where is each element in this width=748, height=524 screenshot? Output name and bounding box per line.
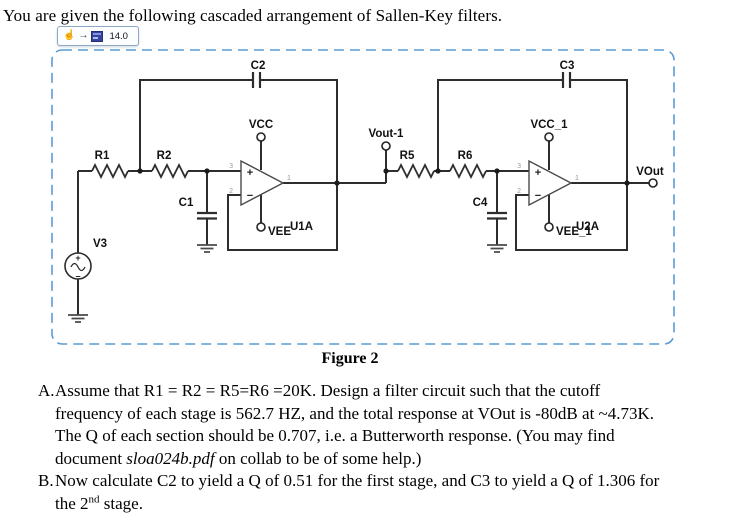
terminal-vout-1 — [381, 141, 391, 151]
question-a-text: frequency of each stage is 562.7 HZ, and… — [55, 403, 655, 423]
label-r2: R2 — [157, 150, 172, 162]
question-b-label: B. — [38, 471, 54, 490]
questions-section: A.Assume that R1 = R2 = R5=R6 =20K. Desi… — [38, 380, 738, 515]
arrow-icon: → — [78, 30, 89, 41]
pin-number-2: 2 — [517, 188, 521, 195]
ground-icon — [68, 314, 88, 323]
question-b-line: the 2nd stage. — [38, 493, 738, 516]
terminals — [256, 132, 658, 232]
figure-caption: Figure 2 — [321, 350, 379, 367]
question-a-label: A. — [38, 381, 55, 400]
question-a-text: on collab to be of some help.) — [214, 448, 422, 468]
source-minus-sign: − — [75, 272, 80, 282]
opamp-plus-input: + — [247, 167, 253, 179]
wire-unity-feedback2 — [515, 183, 628, 251]
terminal-vcc-1 — [544, 132, 554, 142]
hand-tool-icon: ☝ — [63, 30, 76, 41]
label-vee: VEE — [268, 226, 291, 238]
label-r1: R1 — [95, 150, 110, 162]
ground-icon — [487, 244, 507, 253]
capacitors — [197, 72, 572, 220]
question-a-line: The Q of each section should be 0.707, i… — [38, 425, 738, 448]
ground-icon — [197, 244, 217, 253]
capacitor-c4 — [487, 211, 507, 220]
label-c1: C1 — [179, 197, 194, 209]
label-v3: V3 — [93, 238, 107, 250]
wire-c3-feedback — [437, 79, 628, 183]
pin-number-2: 2 — [229, 188, 233, 195]
grounds — [68, 244, 507, 323]
pin-number-1: 1 — [575, 175, 579, 182]
question-b-text: stage. — [99, 493, 143, 513]
simulate-icon — [91, 30, 104, 42]
question-a-text: Assume that R1 = R2 = R5=R6 =20K. Design… — [55, 381, 601, 400]
resistor-r5 — [397, 162, 435, 180]
label-r6: R6 — [458, 150, 473, 162]
annotation-toolbar[interactable]: ☝ → 14.0 — [57, 26, 139, 46]
opamp-minus-input: − — [247, 190, 253, 202]
label-vcc: VCC — [249, 119, 273, 131]
label-u2a: U2A — [576, 221, 599, 233]
document-filename: sloa024b.pdf — [126, 448, 215, 468]
opamp-minus-input: − — [535, 190, 541, 202]
label-c3: C3 — [560, 60, 575, 72]
resistor-r2 — [151, 162, 189, 180]
opamp-plus-input: + — [535, 167, 541, 179]
schematic-figure: + − + − 3 2 1 + − 3 2 1 C2 C3 — [51, 49, 675, 345]
question-a-line: document sloa024b.pdf on collab to be of… — [38, 448, 738, 471]
label-vee-1: VEE_1 — [556, 226, 592, 238]
resistor-r1 — [91, 162, 129, 180]
capacitor-c3 — [561, 72, 572, 88]
label-vout: VOut — [636, 166, 664, 178]
question-a-line: frequency of each stage is 562.7 HZ, and… — [38, 403, 738, 426]
question-a-line: A.Assume that R1 = R2 = R5=R6 =20K. Desi… — [38, 380, 738, 403]
opamp-u2a: + − 3 2 1 — [517, 159, 579, 207]
question-a-text: The Q of each section should be 0.707, i… — [55, 426, 615, 445]
terminal-vout — [648, 178, 658, 188]
resistors — [91, 162, 487, 180]
label-vout-1: Vout-1 — [369, 128, 405, 140]
sine-icon — [70, 262, 86, 272]
pin-number-3: 3 — [229, 163, 233, 170]
ordinal-suffix: nd — [88, 492, 100, 505]
capacitor-c2 — [251, 72, 262, 88]
question-b-line: B.Now calculate C2 to yield a Q of 0.51 … — [38, 470, 738, 493]
wire-unity-feedback1 — [227, 183, 338, 251]
wire-c2-feedback — [139, 79, 338, 183]
terminal-vee-1 — [544, 222, 554, 232]
opamp-u1a: + − 3 2 1 — [229, 159, 291, 207]
wire-output1 — [283, 170, 398, 184]
question-b-text: the 2 — [55, 493, 89, 513]
source-plus-sign: + — [75, 253, 80, 263]
label-u1a: U1A — [290, 221, 313, 233]
toolbar-zoom-value: 14.0 — [109, 30, 128, 42]
capacitor-c1 — [197, 211, 217, 220]
label-c2: C2 — [251, 60, 266, 72]
ac-source-v3: + − — [64, 252, 92, 282]
wires — [77, 79, 649, 315]
pin-number-3: 3 — [517, 163, 521, 170]
label-c4: C4 — [473, 197, 488, 209]
page-title: You are given the following cascaded arr… — [3, 6, 503, 25]
question-b-text: Now calculate C2 to yield a Q of 0.51 fo… — [55, 471, 660, 490]
resistor-r6 — [449, 162, 487, 180]
selection-border — [51, 49, 675, 345]
terminal-vcc — [256, 132, 266, 142]
label-r5: R5 — [400, 150, 415, 162]
label-vcc-1: VCC_1 — [530, 119, 568, 131]
pin-number-1: 1 — [287, 175, 291, 182]
junction-dots — [137, 168, 630, 186]
terminal-vee — [256, 222, 266, 232]
question-a-text: document — [55, 448, 127, 468]
